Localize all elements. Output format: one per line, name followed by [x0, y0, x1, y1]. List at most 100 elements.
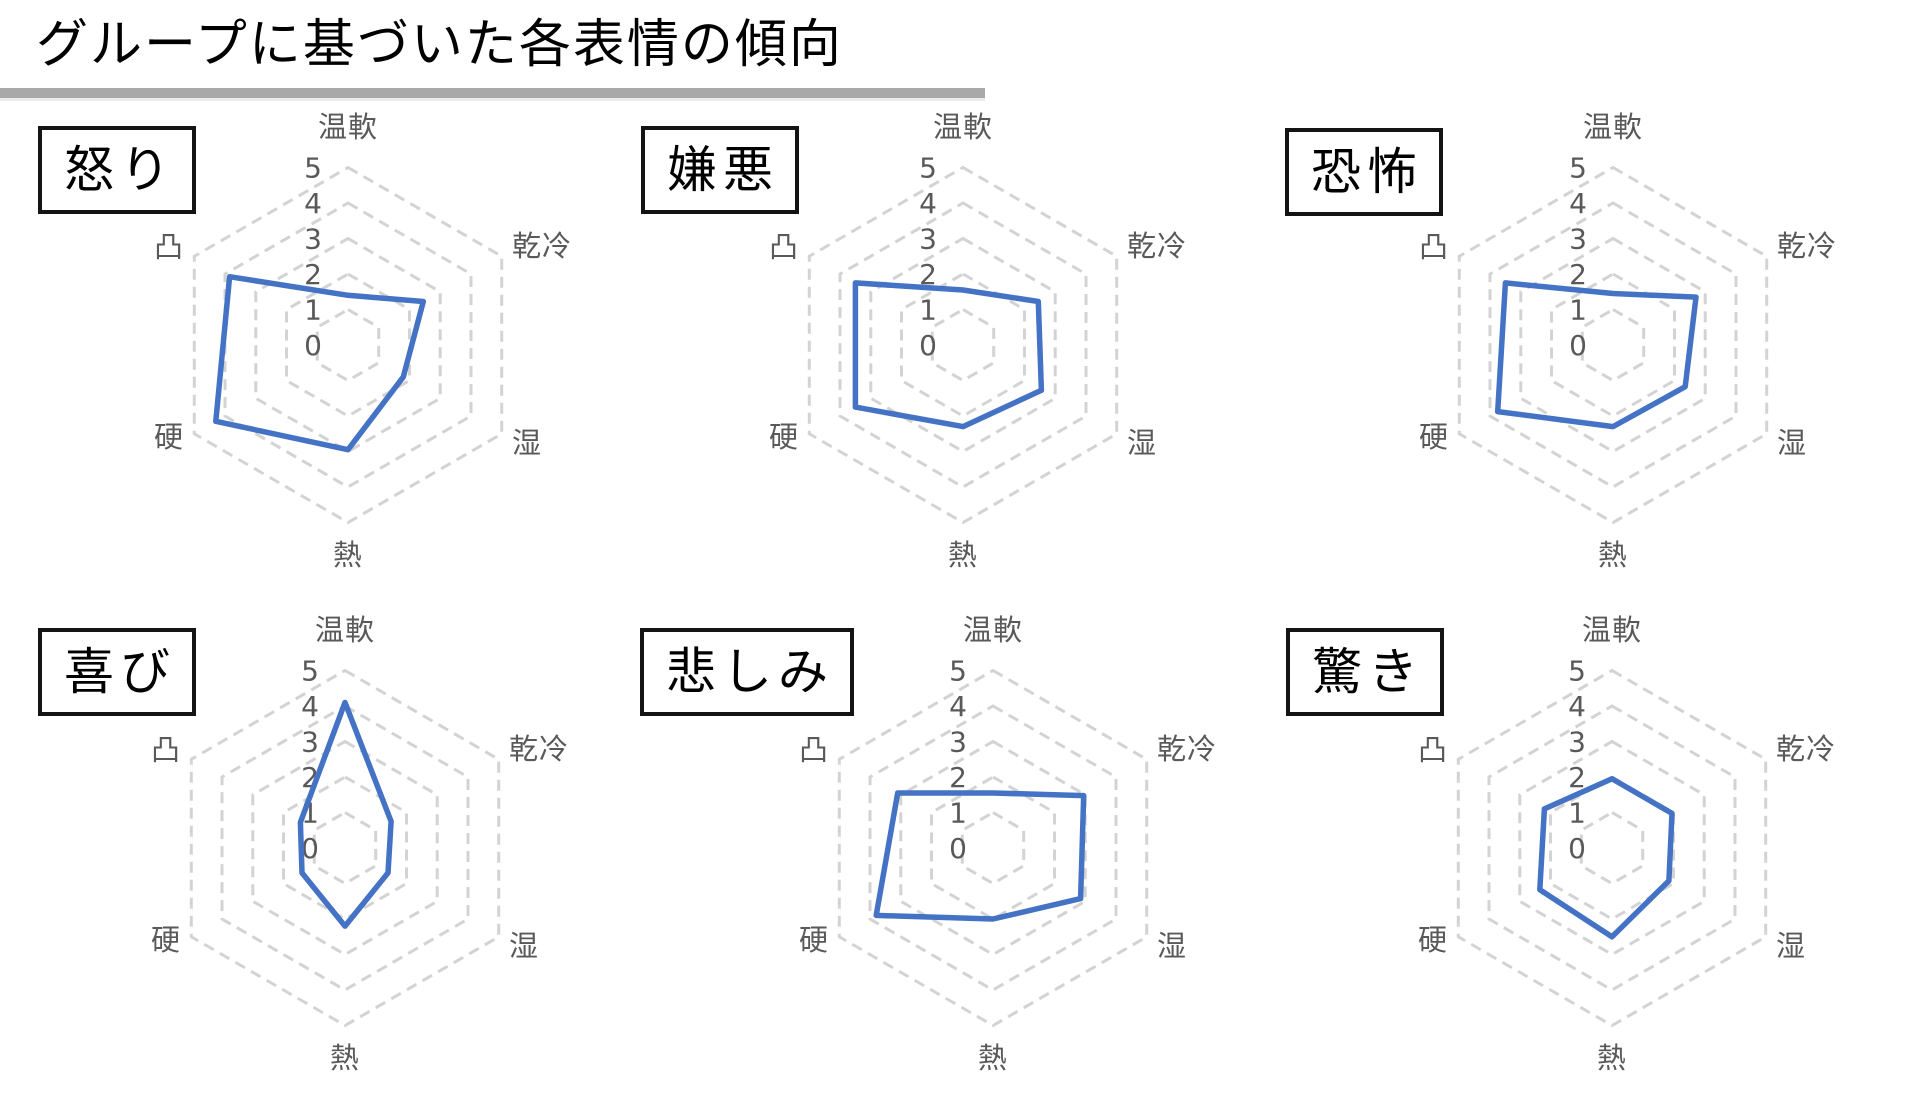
axis-label: 凸	[154, 230, 184, 264]
tick-label: 1	[304, 294, 322, 327]
radar-series-polygon	[1494, 280, 1699, 430]
grid-ring	[1519, 236, 1707, 454]
grid-ring	[930, 307, 996, 383]
emotion-label-box-surprise: 驚き	[1286, 628, 1444, 716]
grid-ring	[868, 704, 1118, 992]
tick-label: 5	[1569, 152, 1587, 185]
emotion-label: 恐怖	[1311, 143, 1423, 201]
tick-label: 3	[1568, 726, 1586, 759]
axis-label: 乾冷	[1127, 229, 1187, 263]
axis-label: 温軟	[963, 613, 1023, 647]
grid-ring	[807, 165, 1119, 525]
axis-label: 温軟	[933, 110, 993, 144]
axis-label: 凸	[151, 733, 181, 767]
tick-label: 3	[301, 726, 319, 759]
axis-label: 硬	[1419, 420, 1449, 454]
tick-label: 4	[1569, 187, 1587, 220]
axis-label: 硬	[1418, 923, 1448, 957]
tick-label: 3	[304, 223, 322, 256]
tick-label: 1	[1568, 797, 1586, 830]
tick-label: 4	[949, 690, 967, 723]
tick-label: 5	[919, 152, 937, 185]
tick-label: 2	[1569, 258, 1587, 291]
radar-series-polygon	[1537, 776, 1675, 940]
grid-ring	[1579, 810, 1645, 886]
axis-label: 温軟	[315, 613, 375, 647]
tick-label: 3	[919, 223, 937, 256]
radar-series-polygon	[213, 273, 427, 453]
emotion-label-box-disgust: 嫌悪	[641, 126, 799, 214]
axis-label: 湿	[1776, 929, 1806, 963]
axis-label: 凸	[799, 733, 829, 767]
axis-label: 乾冷	[1777, 229, 1837, 263]
emotion-label-box-fear: 恐怖	[1285, 128, 1443, 216]
axis-label: 硬	[799, 923, 829, 957]
grid-ring	[192, 165, 504, 525]
grid-ring	[315, 307, 381, 383]
tick-label: 2	[949, 761, 967, 794]
title-underline	[0, 88, 985, 98]
tick-label: 5	[949, 655, 967, 688]
axis-label: 乾冷	[1776, 732, 1836, 766]
axis-label: 凸	[1418, 733, 1448, 767]
grid-ring	[1487, 704, 1737, 992]
grid-ring	[1488, 201, 1738, 489]
tick-label: 2	[1568, 761, 1586, 794]
tick-label: 5	[304, 152, 322, 185]
axis-label: 湿	[1777, 426, 1807, 460]
axis-label: 乾冷	[512, 229, 572, 263]
axis-label: 湿	[1127, 426, 1157, 460]
axis-label: 熱	[948, 538, 978, 572]
tick-label: 4	[304, 187, 322, 220]
emotion-label: 驚き	[1312, 643, 1424, 701]
grid-ring	[1456, 668, 1768, 1028]
grid-ring	[899, 739, 1087, 957]
axis-label: 凸	[1419, 230, 1449, 264]
tick-label: 2	[304, 258, 322, 291]
page-title: グループに基づいた各表情の傾向	[36, 15, 843, 75]
axis-label: 熱	[333, 538, 363, 572]
tick-label: 3	[949, 726, 967, 759]
emotion-label: 悲しみ	[666, 643, 834, 701]
axis-label: 温軟	[318, 110, 378, 144]
axis-label: 熱	[978, 1041, 1008, 1075]
tick-label: 0	[1569, 329, 1587, 362]
emotion-label: 嫌悪	[667, 141, 779, 199]
emotion-label-box-sadness: 悲しみ	[640, 628, 854, 716]
tick-label: 0	[919, 329, 937, 362]
grid-ring	[254, 236, 442, 454]
axis-label: 温軟	[1583, 110, 1643, 144]
axis-label: 凸	[769, 230, 799, 264]
radar-series-polygon	[297, 699, 394, 929]
grid-ring	[960, 810, 1026, 886]
radar-series-polygon	[852, 280, 1045, 430]
tick-label: 1	[919, 294, 937, 327]
grid-ring	[220, 704, 470, 992]
radar-series-polygon	[873, 790, 1087, 922]
tick-label: 1	[1569, 294, 1587, 327]
tick-label: 4	[919, 187, 937, 220]
emotion-label: 怒り	[64, 141, 176, 199]
grid-ring	[1518, 739, 1706, 957]
axis-label: 湿	[512, 426, 542, 460]
axis-label: 湿	[1157, 929, 1187, 963]
axis-label: 熱	[330, 1041, 360, 1075]
grid-ring	[1457, 165, 1769, 525]
tick-label: 2	[919, 258, 937, 291]
axis-label: 熱	[1598, 538, 1628, 572]
grid-ring	[189, 668, 501, 1028]
tick-label: 4	[1568, 690, 1586, 723]
emotion-label: 喜び	[64, 643, 176, 701]
axis-label: 熱	[1597, 1041, 1627, 1075]
tick-label: 0	[1568, 832, 1586, 865]
axis-label: 乾冷	[1157, 732, 1217, 766]
axis-label: 硬	[151, 923, 181, 957]
emotion-label-box-anger: 怒り	[38, 126, 196, 214]
axis-label: 湿	[509, 929, 539, 963]
emotion-label-box-joy: 喜び	[38, 628, 196, 716]
